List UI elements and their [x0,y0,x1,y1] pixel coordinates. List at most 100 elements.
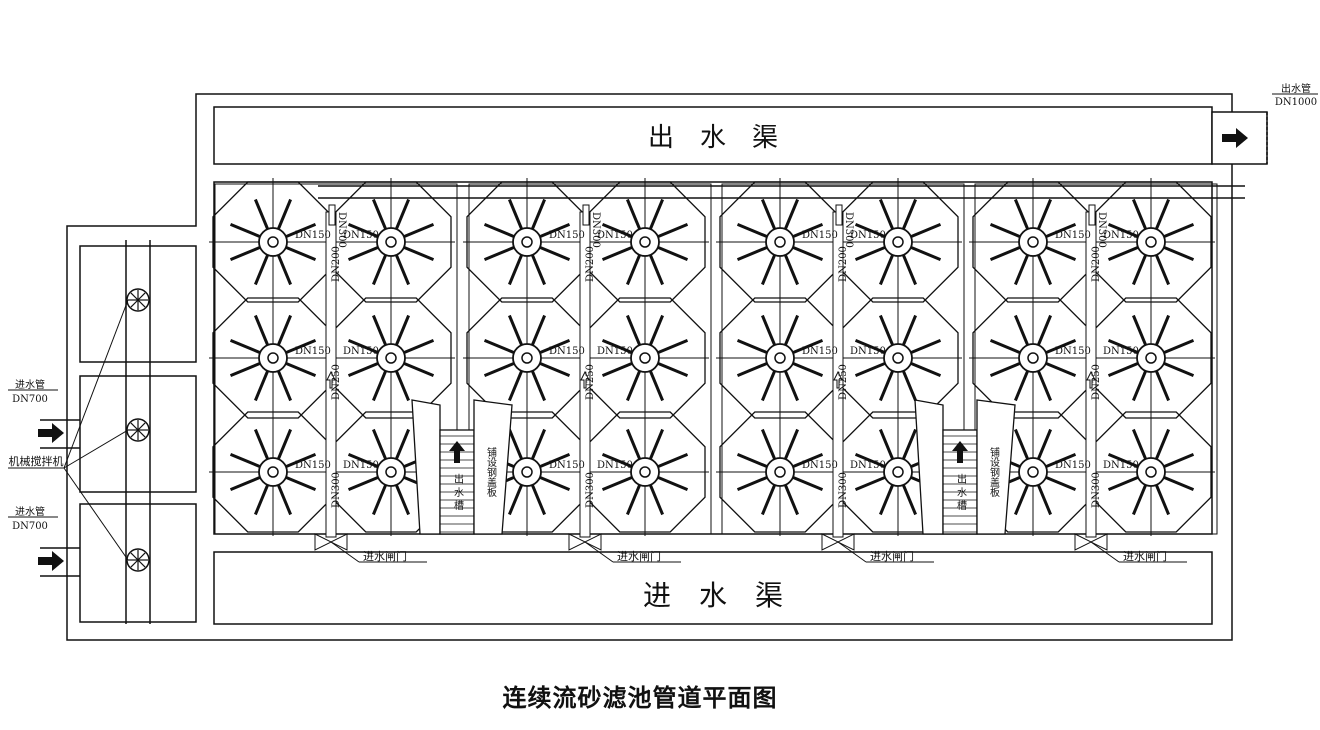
filter-unit-icon [209,294,337,422]
pipe-label: DN150 [295,460,331,471]
pipe-label: DN250 [585,364,596,400]
cover-label: 铺设钢盖板 [485,446,497,498]
leader-line [63,429,129,469]
outlet-channel-label: 出 水 渠 [648,123,778,153]
pipe-label: DN150 [850,460,886,471]
filter-unit-icon [327,294,455,422]
pipe-label: DN300 [331,472,342,508]
filter-unit-icon [463,178,591,306]
trough-label: 出 水 槽 [955,473,967,511]
leader-line [63,467,129,561]
pipe-label: DN150 [549,460,585,471]
filter-unit-icon [209,178,337,306]
pipe-label: DN150 [343,230,379,241]
trough-label: 出 水 槽 [452,473,464,511]
inlet-pipe-size: DN700 [12,521,48,532]
filter-unit-icon [969,294,1097,422]
inlet-channel-label: 进 水 渠 [643,579,783,612]
pipe-label: DN150 [343,346,379,357]
filter-unit-icon [716,178,844,306]
pipe-label: DN150 [1103,230,1139,241]
pipe-label: DN300 [585,472,596,508]
outlet-pipe-size: DN1000 [1275,97,1317,108]
mixer-icon [126,548,150,572]
filter-unit-icon [1087,294,1215,422]
cover-label: 铺设钢盖板 [988,446,1000,498]
pipe-label: DN150 [1055,346,1091,357]
pipe-label: DN250 [331,364,342,400]
gate-label: 进水闸门 [617,549,661,563]
filter-array [38,128,1248,572]
pipe-label: DN300 [838,472,849,508]
gate-label: 进水闸门 [363,549,407,563]
filter-unit-icon [1087,408,1215,536]
inlet-pipe-label: 进水管 [15,505,45,518]
filter-unit-icon [834,294,962,422]
pipe-label: DN150 [850,346,886,357]
pipe-label: DN150 [850,230,886,241]
arrow-up-icon [580,370,590,389]
pipe-label: DN200 [1091,246,1102,282]
filter-unit-icon [463,294,591,422]
pipe-label: DN150 [1103,460,1139,471]
filter-unit-icon [969,178,1097,306]
pipe-label: DN150 [549,230,585,241]
pipe-label: DN150 [802,230,838,241]
mixer-icon [126,418,150,442]
pipe-label: DN300 [1091,472,1102,508]
pipe-label: DN150 [1103,346,1139,357]
pipe-label: DN150 [1055,460,1091,471]
arrow-right-icon [38,551,64,571]
pipe-label: DN250 [1091,364,1102,400]
pipe-label: DN150 [597,460,633,471]
pipe-label: DN300 [843,212,854,248]
pipe-label: DN150 [549,346,585,357]
dn300-pipe [328,204,336,226]
arrow-up-icon [952,441,968,463]
pipe-label: DN150 [802,346,838,357]
leader-line [63,299,129,469]
arrow-up-icon [449,441,465,463]
arrow-up-icon [1086,370,1096,389]
mixer-label: 机械搅拌机 [9,454,64,468]
filter-unit-icon [716,294,844,422]
gate-label: 进水闸门 [870,549,914,563]
arrow-right-icon [1222,128,1248,148]
pipe-label: DN150 [295,346,331,357]
pipe-label: DN150 [343,460,379,471]
filter-unit-icon [969,408,1097,536]
gate-label: 进水闸门 [1123,549,1167,563]
outlet-trough [411,399,513,535]
pipe-label: DN150 [295,230,331,241]
pipe-label: DN200 [331,246,342,282]
pipe-label: DN300 [590,212,601,248]
inlet-pipe-size: DN700 [12,394,48,405]
filter-unit-icon [1087,178,1215,306]
filter-unit-icon [581,408,709,536]
inlet-pipe-label: 进水管 [15,378,45,391]
mixer-icon [126,288,150,312]
pipe-label: DN250 [838,364,849,400]
filter-unit-icon [581,294,709,422]
pipe-label: DN150 [597,230,633,241]
drawing-title: 连续流砂滤池管道平面图 [502,684,778,712]
filter-unit-icon [581,178,709,306]
arrow-up-icon [833,370,843,389]
building-outline [40,93,1268,641]
pipe-label: DN150 [597,346,633,357]
pipe-label: DN150 [1055,230,1091,241]
pipe-label: DN300 [1096,212,1107,248]
pipe-label: DN200 [838,246,849,282]
arrow-right-icon [38,423,64,443]
outlet-pipe-label: 出水管 [1281,82,1311,95]
filter-unit-icon [327,178,455,306]
filter-unit-icon [834,178,962,306]
arrow-up-icon [326,370,336,389]
pipe-label: DN150 [802,460,838,471]
outlet-trough [914,399,1016,535]
pipe-label: DN200 [585,246,596,282]
dn300-pipe [835,204,843,226]
dn300-pipe [582,204,590,226]
filter-unit-icon [716,408,844,536]
